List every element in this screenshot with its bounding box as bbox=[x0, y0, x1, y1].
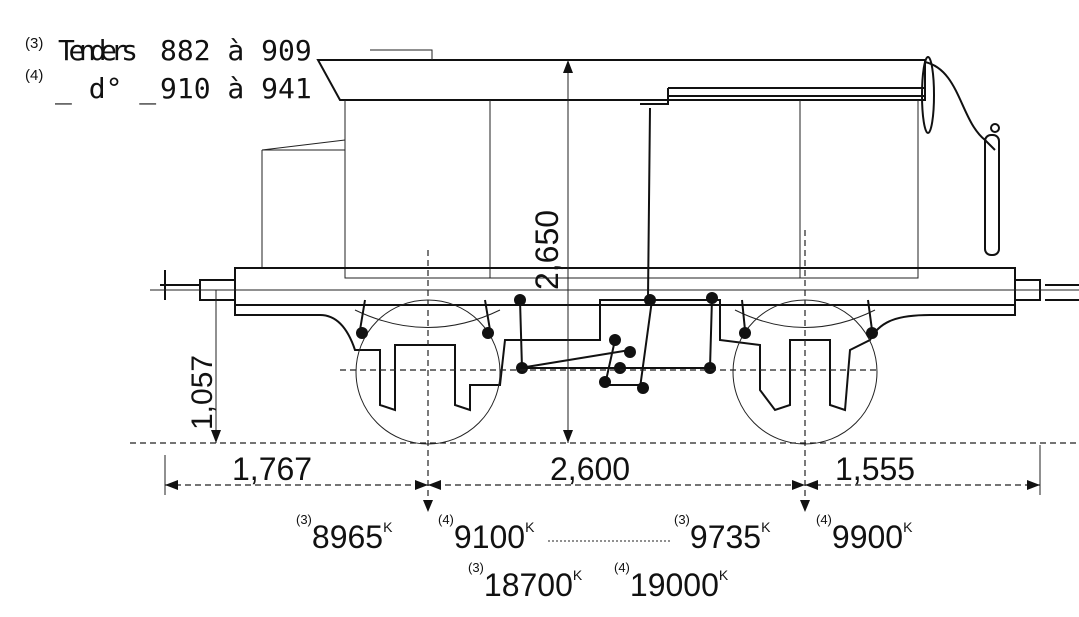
brake-rigging bbox=[356, 107, 878, 394]
tender-frame bbox=[150, 267, 1079, 412]
legend-range-4: 910 à 941 bbox=[160, 72, 312, 105]
front-weight-4: 9100 bbox=[454, 519, 525, 555]
total-weight-group-3: (3)18700K bbox=[468, 560, 583, 603]
legend: (3) Tenders 882 à 909 (4) _ d° _ 910 à 9… bbox=[25, 34, 312, 106]
total-weight-4: 19000 bbox=[630, 567, 719, 603]
legend-label-ditto: _ d° _ bbox=[55, 72, 156, 106]
rear-overhang-label: 1,555 bbox=[835, 451, 915, 487]
height-dimension: 2,650 bbox=[529, 60, 573, 443]
front-m3: (3) bbox=[296, 512, 312, 527]
rear-unit-4: K bbox=[903, 519, 913, 535]
tender-body bbox=[261, 49, 1000, 279]
front-weight-group-4: (4)9100K bbox=[438, 512, 535, 555]
rear-unit-3: K bbox=[761, 519, 771, 535]
legend-label-tenders: Tenders bbox=[58, 34, 138, 67]
axle-weights: (3)8965K (4)9100K (3)9735K (4)9900K (3)1… bbox=[296, 500, 913, 603]
total-unit-3: K bbox=[573, 567, 583, 583]
legend-range-3: 882 à 909 bbox=[160, 34, 312, 67]
rear-weight-3: 9735 bbox=[690, 519, 761, 555]
front-weight-3: 8965 bbox=[312, 519, 383, 555]
total-weight-3: 18700 bbox=[484, 567, 573, 603]
buffer-height-label: 1,057 bbox=[186, 355, 219, 430]
wheelbase-label: 2,600 bbox=[550, 451, 630, 487]
front-overhang-label: 1,767 bbox=[232, 451, 312, 487]
front-unit-3: K bbox=[383, 519, 393, 535]
legend-marker-4: (4) bbox=[25, 67, 43, 84]
total-unit-4: K bbox=[719, 567, 729, 583]
total-m4: (4) bbox=[614, 560, 630, 575]
height-total-label: 2,650 bbox=[529, 210, 565, 290]
legend-marker-3: (3) bbox=[25, 35, 43, 52]
total-m3: (3) bbox=[468, 560, 484, 575]
buffer-height-dimension: 1,057 bbox=[186, 290, 221, 443]
length-dimensions: 1,767 2,600 1,555 bbox=[164, 445, 1041, 495]
rear-weight-group-4: (4)9900K bbox=[816, 512, 913, 555]
total-weight-group-4: (4)19000K bbox=[614, 560, 729, 603]
rear-weight-4: 9900 bbox=[832, 519, 903, 555]
front-m4: (4) bbox=[438, 512, 454, 527]
front-unit-4: K bbox=[525, 519, 535, 535]
rear-weight-group-3: (3)9735K bbox=[674, 512, 771, 555]
front-weight-group-3: (3)8965K bbox=[296, 512, 393, 555]
rear-m3: (3) bbox=[674, 512, 690, 527]
rear-m4: (4) bbox=[816, 512, 832, 527]
